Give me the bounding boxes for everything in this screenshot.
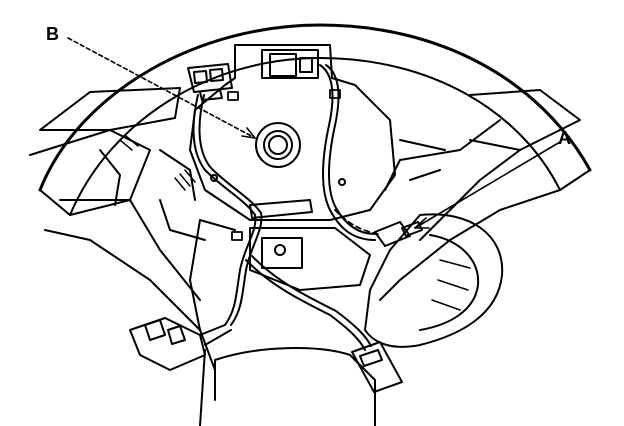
arrow-head-a bbox=[414, 217, 430, 229]
connector-b bbox=[187, 63, 233, 101]
hidden-wire bbox=[334, 209, 379, 235]
arrow-head-b bbox=[241, 127, 256, 139]
harness-clips bbox=[227, 89, 341, 241]
left-spoke bbox=[29, 87, 216, 371]
right-spoke bbox=[379, 89, 581, 301]
lower-column bbox=[199, 347, 376, 426]
connector-bottom-right bbox=[351, 341, 403, 393]
callout-label-a: A bbox=[558, 128, 571, 148]
wheel-rim bbox=[38, 23, 592, 216]
center-hub bbox=[189, 44, 396, 331]
wiring-harness bbox=[192, 64, 376, 351]
leader-line-a bbox=[414, 141, 561, 229]
connector-bottom-left bbox=[129, 317, 232, 371]
connector-a bbox=[374, 221, 423, 247]
callout-label-b: B bbox=[46, 24, 59, 44]
leader-line-b bbox=[67, 37, 256, 139]
switch-module bbox=[364, 213, 504, 348]
